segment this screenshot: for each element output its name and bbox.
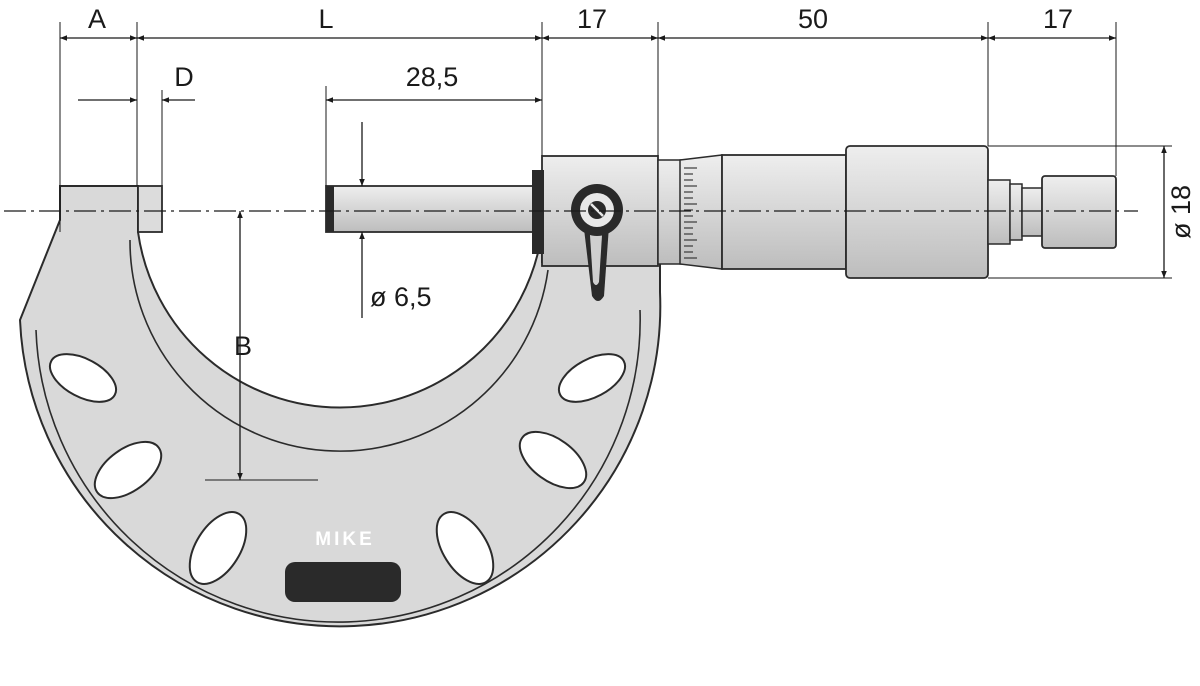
brand-logo: MIKE: [315, 529, 375, 550]
dim-label-d: D: [174, 62, 194, 92]
extension-lines: [59, 22, 1172, 481]
dim-label-spindle-diameter: ø 6,5: [370, 282, 432, 312]
frame-hole: [48, 353, 118, 403]
micrometer-frame: MIKE: [18, 185, 662, 628]
dim-label-b: B: [234, 331, 252, 361]
dim-label-sleeve: 17: [577, 4, 607, 34]
dim-label-ratchet: 17: [1043, 4, 1073, 34]
spindle: [325, 185, 537, 233]
frame-hole: [435, 511, 495, 585]
dim-label-thimble: 50: [798, 4, 828, 34]
frame-hole: [188, 511, 248, 585]
dim-label-thimble-diameter: ø 18: [1166, 185, 1196, 239]
anvil: [137, 185, 163, 233]
dimension-lines: [60, 35, 1167, 480]
lock-lever[interactable]: [571, 184, 623, 301]
ratchet-stop[interactable]: [987, 175, 1117, 249]
thimble-ticks: [684, 167, 697, 259]
thimble[interactable]: [721, 145, 989, 279]
label-plate: [285, 562, 401, 602]
frame-hole: [518, 430, 588, 490]
dim-label-spindle-length: 28,5: [406, 62, 459, 92]
frame-hole: [93, 440, 163, 500]
frame-hole: [557, 353, 627, 403]
dim-label-l: L: [318, 4, 333, 34]
dim-label-a: A: [88, 4, 106, 34]
